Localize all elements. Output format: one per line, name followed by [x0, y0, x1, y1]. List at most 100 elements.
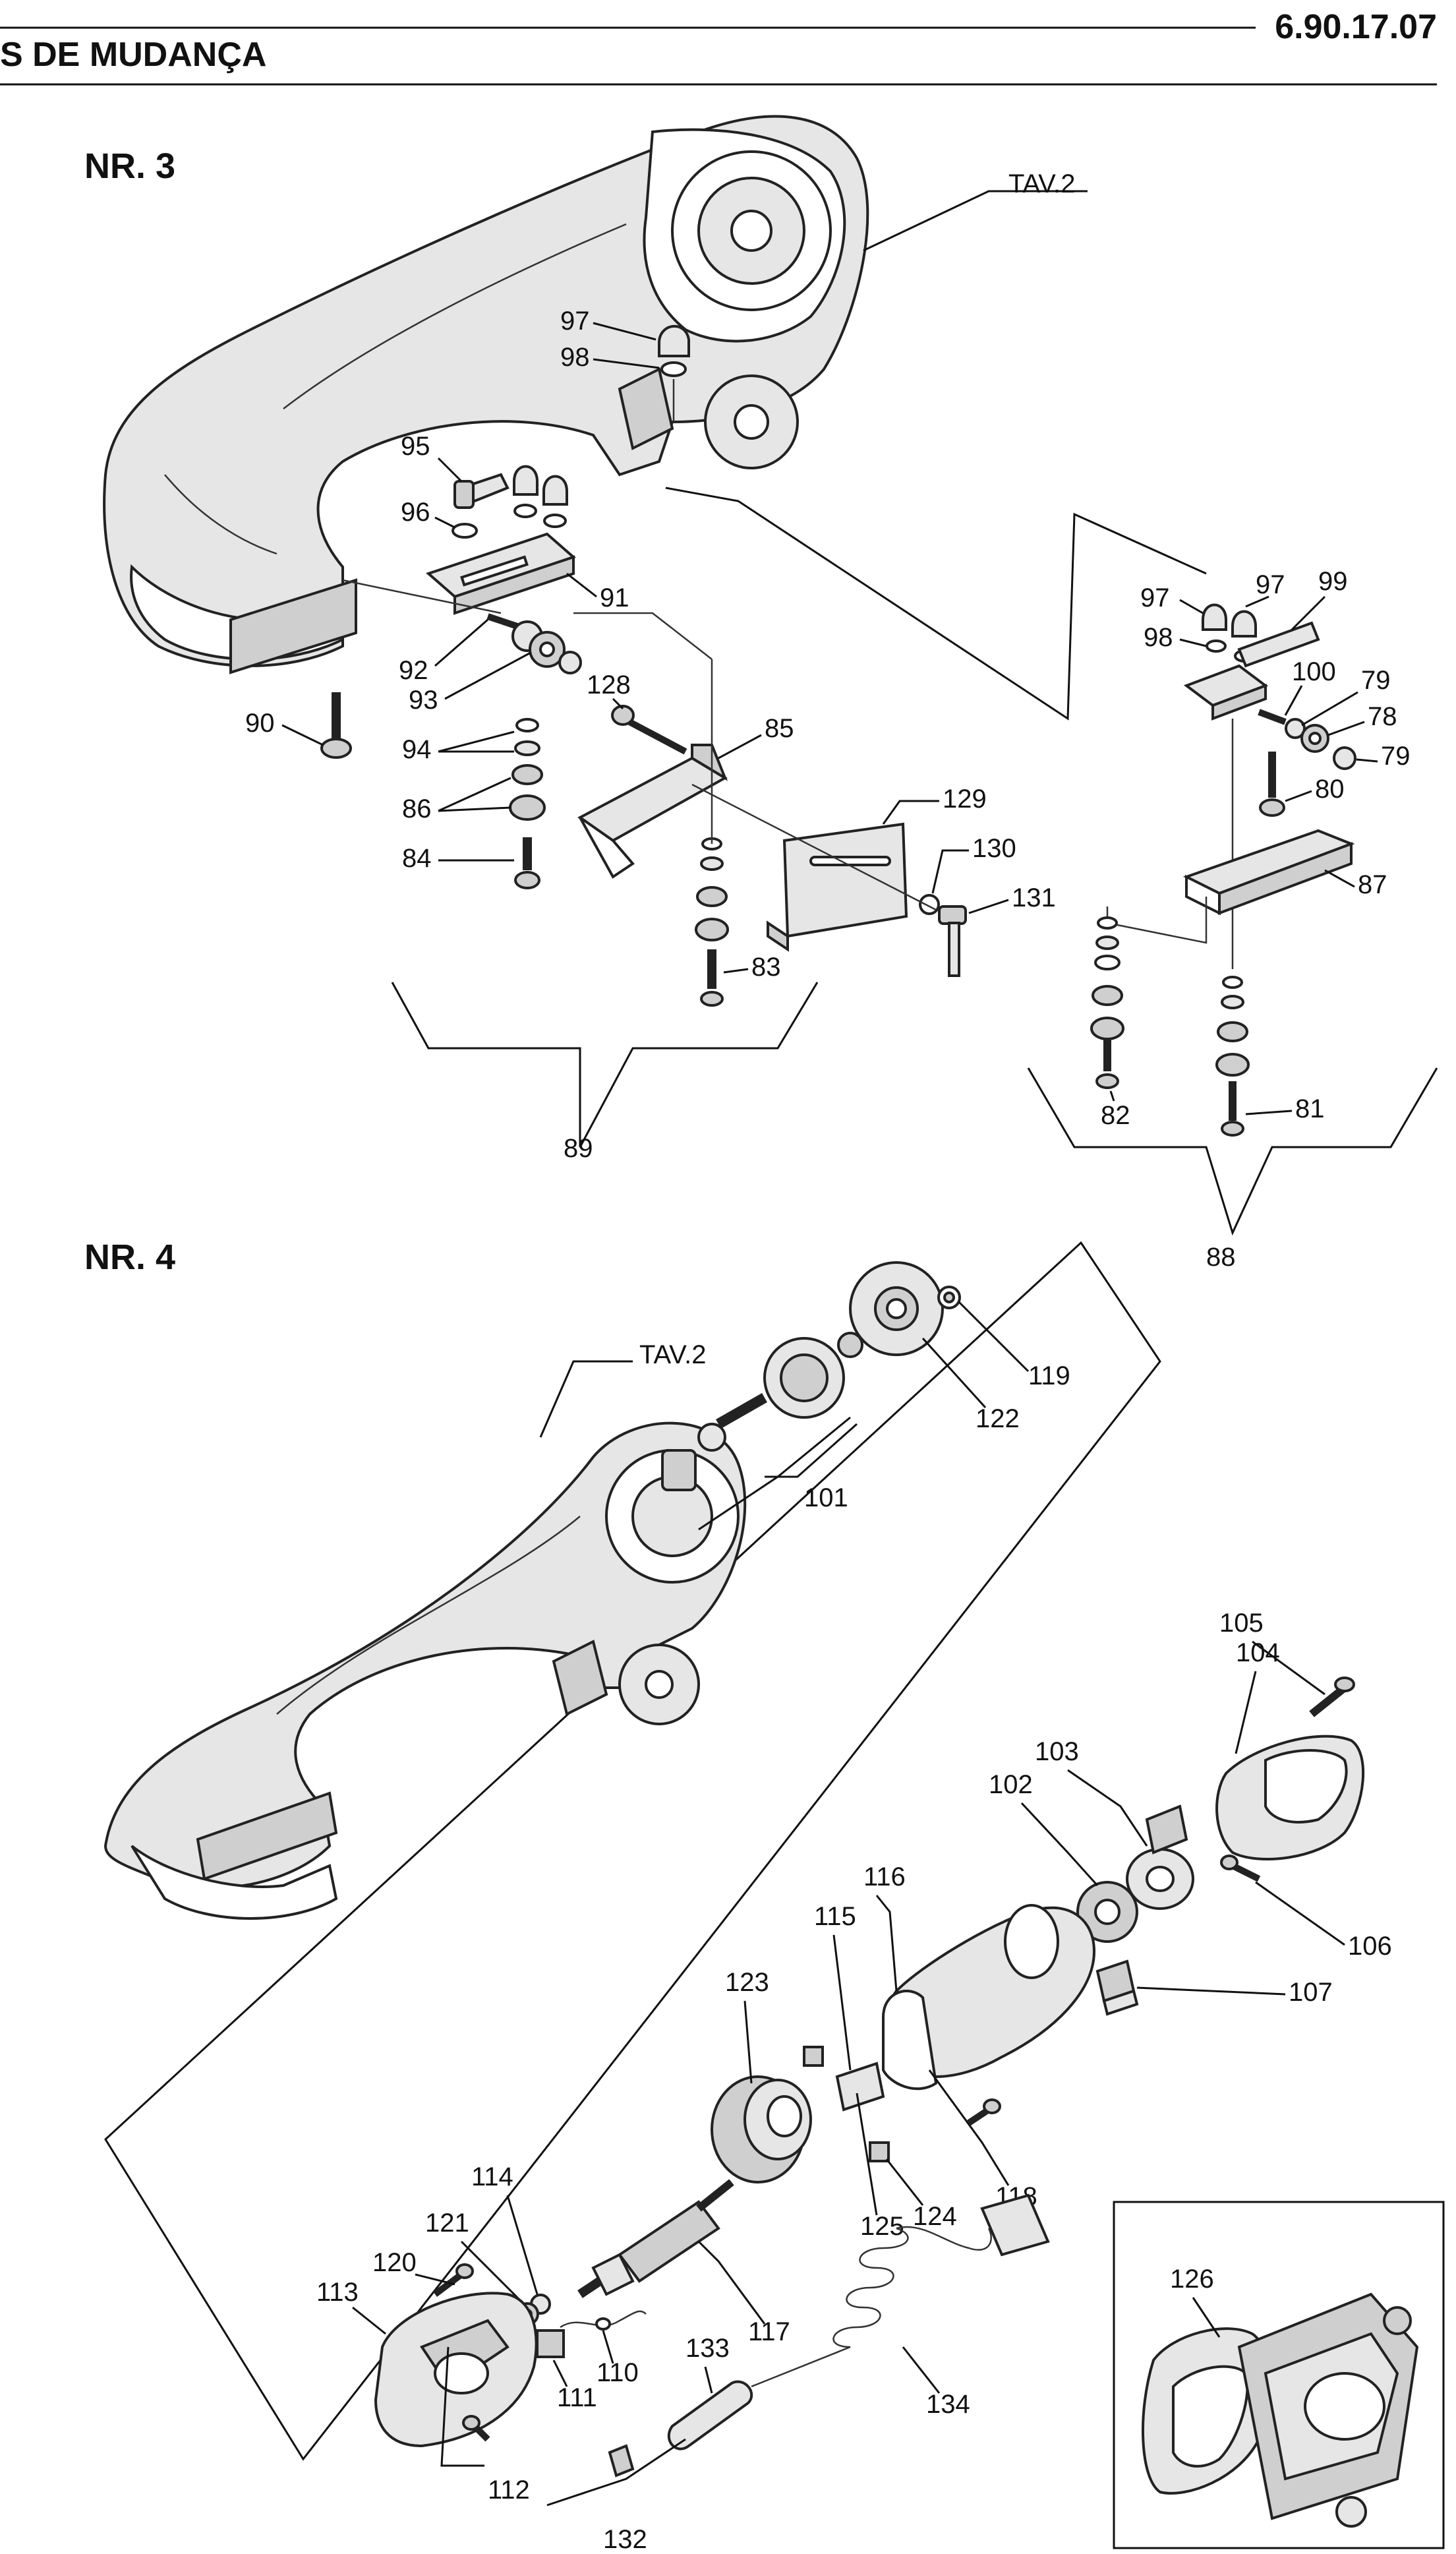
label-98b: 98	[1144, 623, 1173, 652]
label-101: 101	[804, 1483, 848, 1512]
label-97a: 97	[560, 307, 590, 336]
brush-holder-115	[803, 2046, 890, 2162]
screw-118	[967, 2098, 1001, 2126]
label-104: 104	[1236, 1638, 1280, 1667]
label-106: 106	[1348, 1932, 1392, 1961]
label-tav2-top: TAV.2	[1008, 169, 1076, 198]
label-103: 103	[1035, 1737, 1079, 1766]
label-92: 92	[399, 656, 428, 685]
label-84: 84	[402, 844, 432, 873]
header-title: S DE MUDANÇA	[0, 36, 266, 74]
label-105: 105	[1219, 1609, 1264, 1638]
label-102: 102	[989, 1770, 1033, 1799]
label-83: 83	[751, 953, 781, 982]
label-113: 113	[316, 2278, 359, 2307]
pin-92	[486, 613, 519, 630]
group-bracket-89	[391, 982, 819, 1148]
screw-90	[320, 692, 352, 759]
group-bracket-88	[1027, 1067, 1438, 1236]
armature-117	[577, 2179, 734, 2298]
label-130: 130	[972, 834, 1016, 863]
label-85: 85	[765, 714, 794, 743]
label-133: 133	[685, 2334, 730, 2363]
washer-130	[919, 894, 940, 915]
cap-nuts-pair	[513, 465, 568, 528]
washer-96	[451, 523, 478, 539]
label-86: 86	[402, 794, 432, 823]
label-128: 128	[587, 670, 631, 699]
screw-112	[462, 2415, 490, 2442]
slotted-plate-91	[426, 532, 576, 615]
gear-housing-113	[374, 2292, 538, 2448]
frame-body-nr3	[103, 115, 869, 674]
label-97b: 97	[1140, 583, 1170, 612]
washer-stack-82	[1090, 916, 1124, 1089]
label-121: 121	[425, 2209, 469, 2238]
frame-body-nr4	[103, 1421, 747, 1920]
inset-assembly-126	[1142, 2292, 1419, 2528]
label-131: 131	[1012, 883, 1056, 912]
label-115: 115	[814, 1902, 856, 1931]
bracket-87	[1182, 829, 1355, 916]
label-120: 120	[372, 2248, 417, 2277]
label-96: 96	[401, 498, 430, 527]
label-80: 80	[1315, 775, 1345, 804]
label-78: 78	[1368, 702, 1397, 731]
motor-housing-116	[882, 1904, 1096, 2091]
label-112: 112	[488, 2476, 530, 2505]
strain-relief-133	[667, 2380, 753, 2450]
label-87: 87	[1358, 870, 1387, 899]
lever-131	[938, 905, 967, 977]
label-129: 129	[943, 785, 987, 814]
label-90: 90	[245, 709, 275, 738]
bracket-85	[577, 744, 728, 879]
label-79b: 79	[1381, 742, 1411, 771]
label-97c: 97	[1256, 570, 1285, 599]
label-116: 116	[863, 1862, 906, 1891]
label-81: 81	[1295, 1094, 1325, 1123]
screw-128	[611, 705, 687, 755]
label-95: 95	[401, 432, 430, 461]
label-94: 94	[402, 735, 432, 764]
label-124: 124	[913, 2202, 957, 2231]
document-code: 6.90.17.07	[1275, 8, 1437, 46]
washer-98b	[1206, 639, 1227, 653]
screw-120	[433, 2263, 474, 2297]
label-126: 126	[1170, 2265, 1214, 2294]
section-title-nr4: NR. 4	[84, 1237, 175, 1277]
washer-98	[660, 361, 687, 377]
label-123: 123	[725, 1968, 769, 1997]
label-122: 122	[976, 1404, 1020, 1433]
screw-105	[1309, 1677, 1355, 1717]
label-125: 125	[860, 2212, 904, 2241]
washer-stack-94-86	[509, 718, 546, 821]
screw-106	[1220, 1855, 1261, 1882]
label-99: 99	[1318, 567, 1348, 596]
label-114: 114	[471, 2162, 513, 2191]
label-88: 88	[1206, 1243, 1236, 1272]
exploded-view-outline	[104, 1241, 1161, 2461]
power-cord-134	[751, 2193, 1050, 2388]
cap-nut-97b	[1202, 603, 1227, 631]
label-89: 89	[564, 1134, 593, 1163]
ring-119	[937, 1286, 961, 1309]
spring-110	[560, 2310, 647, 2331]
fan-102	[1076, 1881, 1138, 1943]
axis-85-131	[691, 783, 937, 911]
gear-assembly-101	[697, 1332, 863, 1452]
switch-111	[536, 2329, 565, 2358]
plate-129	[767, 822, 908, 952]
label-91: 91	[600, 583, 629, 612]
field-coil-123	[711, 2075, 812, 2183]
label-tav2-bottom: TAV.2	[639, 1340, 707, 1369]
inset-box-126	[1113, 2201, 1445, 2549]
label-110: 110	[597, 2358, 639, 2387]
brush-holder-103	[1126, 1804, 1194, 1910]
bearing-122	[849, 1261, 944, 1356]
end-cover-104	[1215, 1735, 1365, 1860]
pin-100	[1258, 709, 1287, 725]
cap-nut-97c	[1231, 610, 1257, 638]
cap-107	[1095, 1959, 1139, 2016]
link-line-right	[665, 487, 1207, 721]
